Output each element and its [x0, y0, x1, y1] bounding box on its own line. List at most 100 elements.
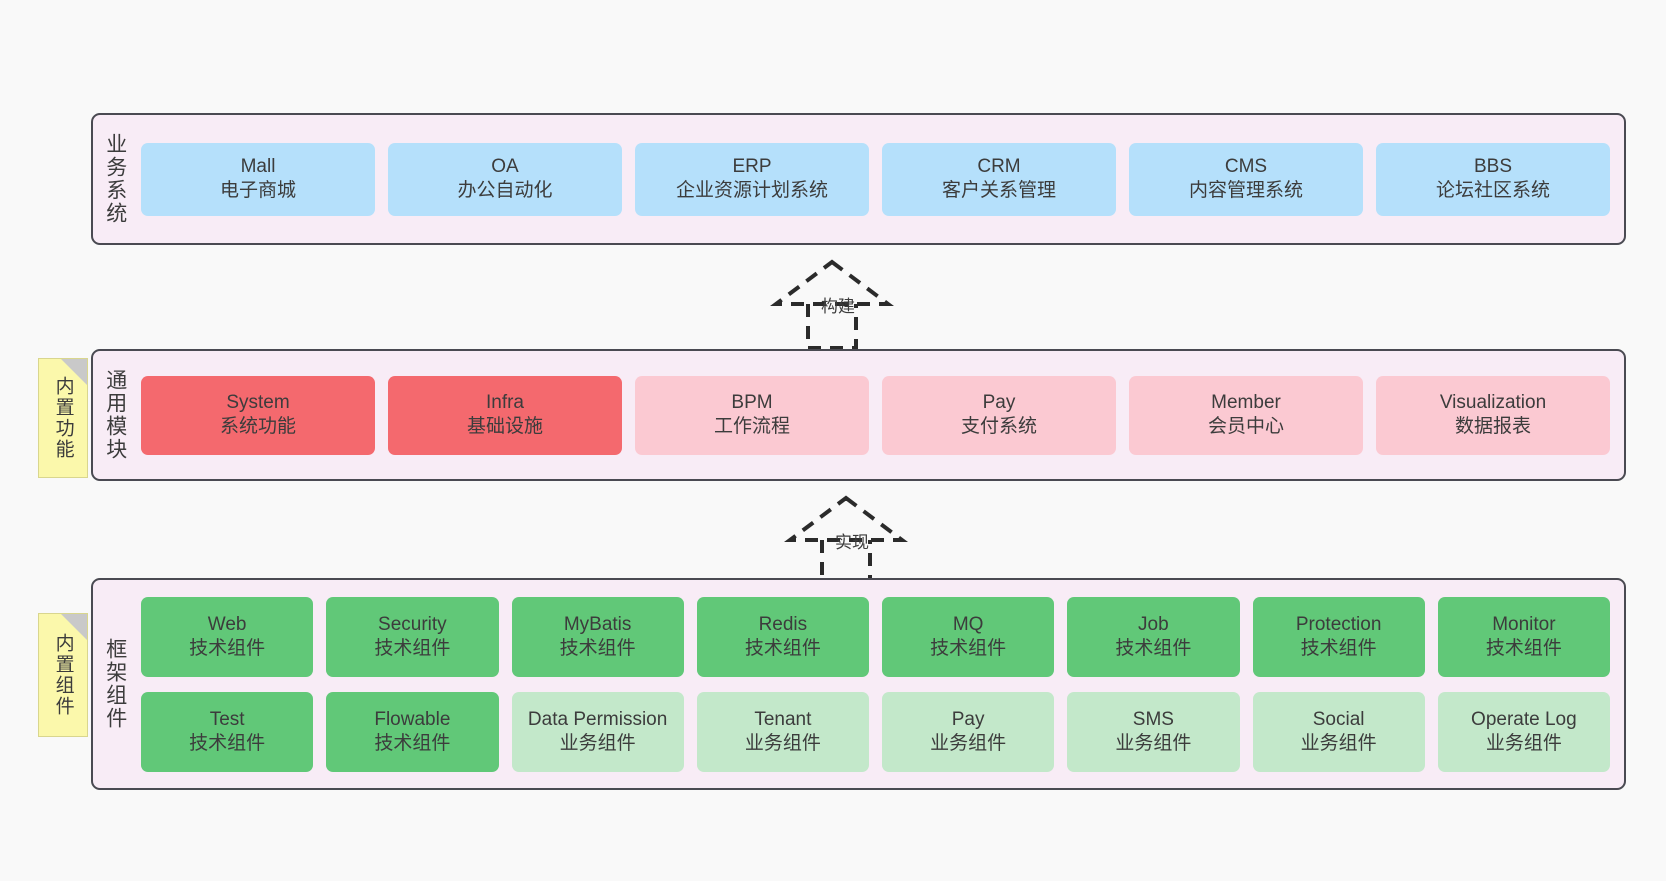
card-sms[interactable]: SMS 业务组件 — [1067, 691, 1240, 772]
card-flowable[interactable]: Flowable 技术组件 — [326, 691, 499, 772]
card-subtitle: 企业资源计划系统 — [675, 180, 828, 201]
card-redis[interactable]: Redis 技术组件 — [696, 596, 869, 677]
card-crm[interactable]: CRM 客户关系管理 — [882, 142, 1116, 216]
card-bpm[interactable]: BPM 工作流程 — [635, 375, 869, 455]
card-title: Job — [1138, 613, 1169, 635]
card-visualization[interactable]: Visualization 数据报表 — [1376, 375, 1610, 455]
layer-label-framework-components: 框架组件 — [103, 638, 127, 730]
card-subtitle: 技术组件 — [374, 637, 451, 659]
connector-build: 构建 — [757, 258, 907, 350]
card-pay-component[interactable]: Pay 业务组件 — [882, 691, 1055, 772]
card-title: MQ — [952, 613, 984, 635]
card-subtitle: 业务组件 — [1485, 732, 1562, 754]
card-cms[interactable]: CMS 内容管理系统 — [1129, 142, 1363, 216]
card-subtitle: 数据报表 — [1454, 416, 1531, 437]
card-monitor[interactable]: Monitor 技术组件 — [1437, 596, 1610, 677]
layer-label-business-systems: 业务系统 — [103, 133, 127, 225]
build-arrow-icon — [770, 259, 894, 350]
layer-common-modules: 通用模块 System 系统功能 Infra 基础设施 BPM 工作流程 Pay… — [91, 349, 1626, 481]
card-subtitle: 业务组件 — [1300, 732, 1377, 754]
note-fold-icon — [61, 359, 87, 385]
card-subtitle: 系统功能 — [219, 416, 296, 437]
row-tech-components: Web 技术组件 Security 技术组件 MyBatis 技术组件 Redi… — [141, 596, 1610, 677]
card-title: ERP — [732, 156, 772, 178]
card-title: BBS — [1473, 156, 1513, 178]
card-mall[interactable]: Mall 电子商城 — [141, 142, 375, 216]
card-subtitle: 支付系统 — [960, 416, 1037, 437]
card-subtitle: 会员中心 — [1207, 416, 1284, 437]
row-common-modules: System 系统功能 Infra 基础设施 BPM 工作流程 Pay 支付系统… — [141, 375, 1610, 455]
card-subtitle: 技术组件 — [374, 732, 451, 754]
card-data-permission[interactable]: Data Permission 业务组件 — [511, 691, 684, 772]
card-title: MyBatis — [563, 613, 632, 635]
card-title: Member — [1211, 392, 1281, 414]
card-subtitle: 业务组件 — [559, 732, 636, 754]
card-system[interactable]: System 系统功能 — [141, 375, 375, 455]
card-social[interactable]: Social 业务组件 — [1252, 691, 1425, 772]
card-subtitle: 技术组件 — [189, 637, 266, 659]
card-web[interactable]: Web 技术组件 — [141, 596, 314, 677]
card-oa[interactable]: OA 办公自动化 — [388, 142, 622, 216]
card-protection[interactable]: Protection 技术组件 — [1252, 596, 1425, 677]
card-subtitle: 工作流程 — [713, 416, 790, 437]
layer-body-business-systems: Mall 电子商城 OA 办公自动化 ERP 企业资源计划系统 CRM 客户关系… — [137, 115, 1624, 243]
row-business-systems: Mall 电子商城 OA 办公自动化 ERP 企业资源计划系统 CRM 客户关系… — [141, 142, 1610, 216]
card-subtitle: 业务组件 — [744, 732, 821, 754]
card-title: Mall — [240, 156, 276, 178]
note-label: 内置组件 — [52, 633, 74, 717]
card-pay-module[interactable]: Pay 支付系统 — [882, 375, 1116, 455]
connector-implement-label: 实现 — [835, 533, 869, 552]
card-title: OA — [491, 156, 519, 178]
card-subtitle: 内容管理系统 — [1188, 180, 1303, 201]
layer-body-common-modules: System 系统功能 Infra 基础设施 BPM 工作流程 Pay 支付系统… — [137, 351, 1624, 479]
note-fold-icon — [61, 614, 87, 640]
card-title: Pay — [982, 392, 1016, 414]
note-builtin-functions: 内置功能 — [38, 358, 88, 478]
card-subtitle: 技术组件 — [1300, 637, 1377, 659]
layer-framework-components: 框架组件 Web 技术组件 Security 技术组件 MyBatis 技术组件… — [91, 578, 1626, 790]
card-subtitle: 技术组件 — [1485, 637, 1562, 659]
card-erp[interactable]: ERP 企业资源计划系统 — [635, 142, 869, 216]
card-member[interactable]: Member 会员中心 — [1129, 375, 1363, 455]
card-title: Protection — [1295, 613, 1382, 635]
note-label: 内置功能 — [52, 376, 74, 460]
card-title: SMS — [1132, 708, 1174, 730]
card-title: Flowable — [374, 708, 451, 730]
card-subtitle: 办公自动化 — [457, 180, 553, 201]
card-subtitle: 论坛社区系统 — [1435, 180, 1550, 201]
card-title: Social — [1312, 708, 1365, 730]
card-title: CMS — [1224, 156, 1268, 178]
card-title: BPM — [731, 392, 773, 414]
card-title: Web — [207, 613, 247, 635]
card-mq[interactable]: MQ 技术组件 — [882, 596, 1055, 677]
card-subtitle: 客户关系管理 — [941, 180, 1056, 201]
card-subtitle: 业务组件 — [930, 732, 1007, 754]
connector-build-label: 构建 — [821, 297, 855, 316]
card-security[interactable]: Security 技术组件 — [326, 596, 499, 677]
card-operate-log[interactable]: Operate Log 业务组件 — [1437, 691, 1610, 772]
card-infra[interactable]: Infra 基础设施 — [388, 375, 622, 455]
card-subtitle: 技术组件 — [744, 637, 821, 659]
card-subtitle: 业务组件 — [1115, 732, 1192, 754]
card-title: Security — [378, 613, 447, 635]
card-title: Operate Log — [1471, 708, 1577, 730]
layer-business-systems: 业务系统 Mall 电子商城 OA 办公自动化 ERP 企业资源计划系统 CRM… — [91, 113, 1626, 245]
card-bbs[interactable]: BBS 论坛社区系统 — [1376, 142, 1610, 216]
card-title: Redis — [758, 613, 808, 635]
card-title: Infra — [485, 392, 525, 414]
card-subtitle: 基础设施 — [466, 416, 543, 437]
card-title: Tenant — [754, 708, 812, 730]
card-title: Pay — [951, 708, 985, 730]
card-subtitle: 技术组件 — [1115, 637, 1192, 659]
card-test[interactable]: Test 技术组件 — [141, 691, 314, 772]
layer-label-common-modules: 通用模块 — [103, 369, 127, 461]
card-tenant[interactable]: Tenant 业务组件 — [696, 691, 869, 772]
card-subtitle: 技术组件 — [930, 637, 1007, 659]
card-subtitle: 技术组件 — [189, 732, 266, 754]
card-job[interactable]: Job 技术组件 — [1067, 596, 1240, 677]
note-builtin-components: 内置组件 — [38, 613, 88, 737]
layer-body-framework-components: Web 技术组件 Security 技术组件 MyBatis 技术组件 Redi… — [137, 580, 1624, 788]
card-title: Data Permission — [527, 708, 668, 730]
card-subtitle: 电子商城 — [219, 180, 296, 201]
card-mybatis[interactable]: MyBatis 技术组件 — [511, 596, 684, 677]
